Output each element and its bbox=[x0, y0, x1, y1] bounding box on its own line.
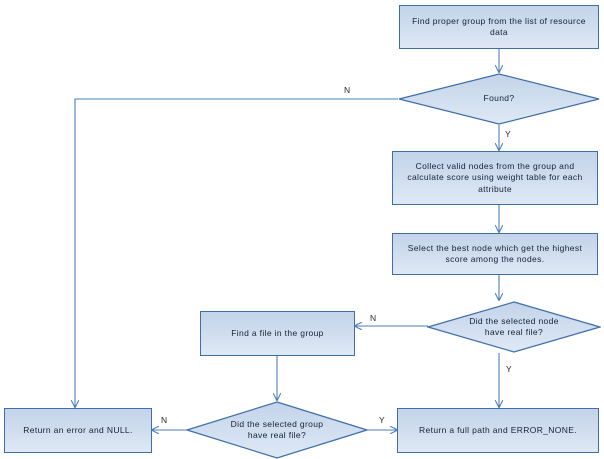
node-return-error-label: Return an error and NULL. bbox=[23, 424, 133, 435]
edge-label-found-no: N bbox=[344, 85, 351, 95]
node-select-best-node[interactable]: Select the best node which get the highe… bbox=[392, 233, 598, 275]
edge-label-group-file-yes: Y bbox=[379, 415, 385, 425]
node-group-real-file-decision[interactable]: Did the selected group have real file? bbox=[186, 401, 368, 459]
node-collect-valid-nodes[interactable]: Collect valid nodes from the group and c… bbox=[392, 151, 598, 205]
node-collect-valid-nodes-label: Collect valid nodes from the group and c… bbox=[407, 160, 583, 194]
edge-label-node-file-no: N bbox=[370, 313, 377, 323]
node-find-proper-group-label: Find proper group from the list of resou… bbox=[412, 15, 586, 38]
node-group-real-file-label: Did the selected group have real file? bbox=[230, 418, 324, 441]
node-return-full-path[interactable]: Return a full path and ERROR_NONE. bbox=[397, 408, 599, 453]
node-find-file-in-group[interactable]: Find a file in the group bbox=[200, 311, 355, 356]
edge-label-found-yes: Y bbox=[505, 129, 511, 139]
node-find-proper-group[interactable]: Find proper group from the list of resou… bbox=[399, 5, 599, 49]
node-return-full-path-label: Return a full path and ERROR_NONE. bbox=[419, 424, 577, 435]
diamond-shape-found bbox=[398, 73, 600, 125]
node-node-real-file-label: Did the selected node have real file? bbox=[469, 315, 559, 338]
diamond-shape-group-real-file bbox=[186, 401, 368, 459]
node-return-error[interactable]: Return an error and NULL. bbox=[4, 408, 152, 453]
node-found-decision-label: Found? bbox=[483, 93, 515, 104]
edge-label-group-file-no: N bbox=[161, 415, 168, 425]
node-node-real-file-decision[interactable]: Did the selected node have real file? bbox=[427, 301, 601, 353]
edge-label-node-file-yes: Y bbox=[506, 364, 512, 374]
node-find-file-in-group-label: Find a file in the group bbox=[231, 327, 324, 338]
node-select-best-node-label: Select the best node which get the highe… bbox=[407, 242, 583, 265]
diamond-shape-node-real-file bbox=[427, 301, 601, 353]
node-found-decision[interactable]: Found? bbox=[398, 73, 600, 125]
